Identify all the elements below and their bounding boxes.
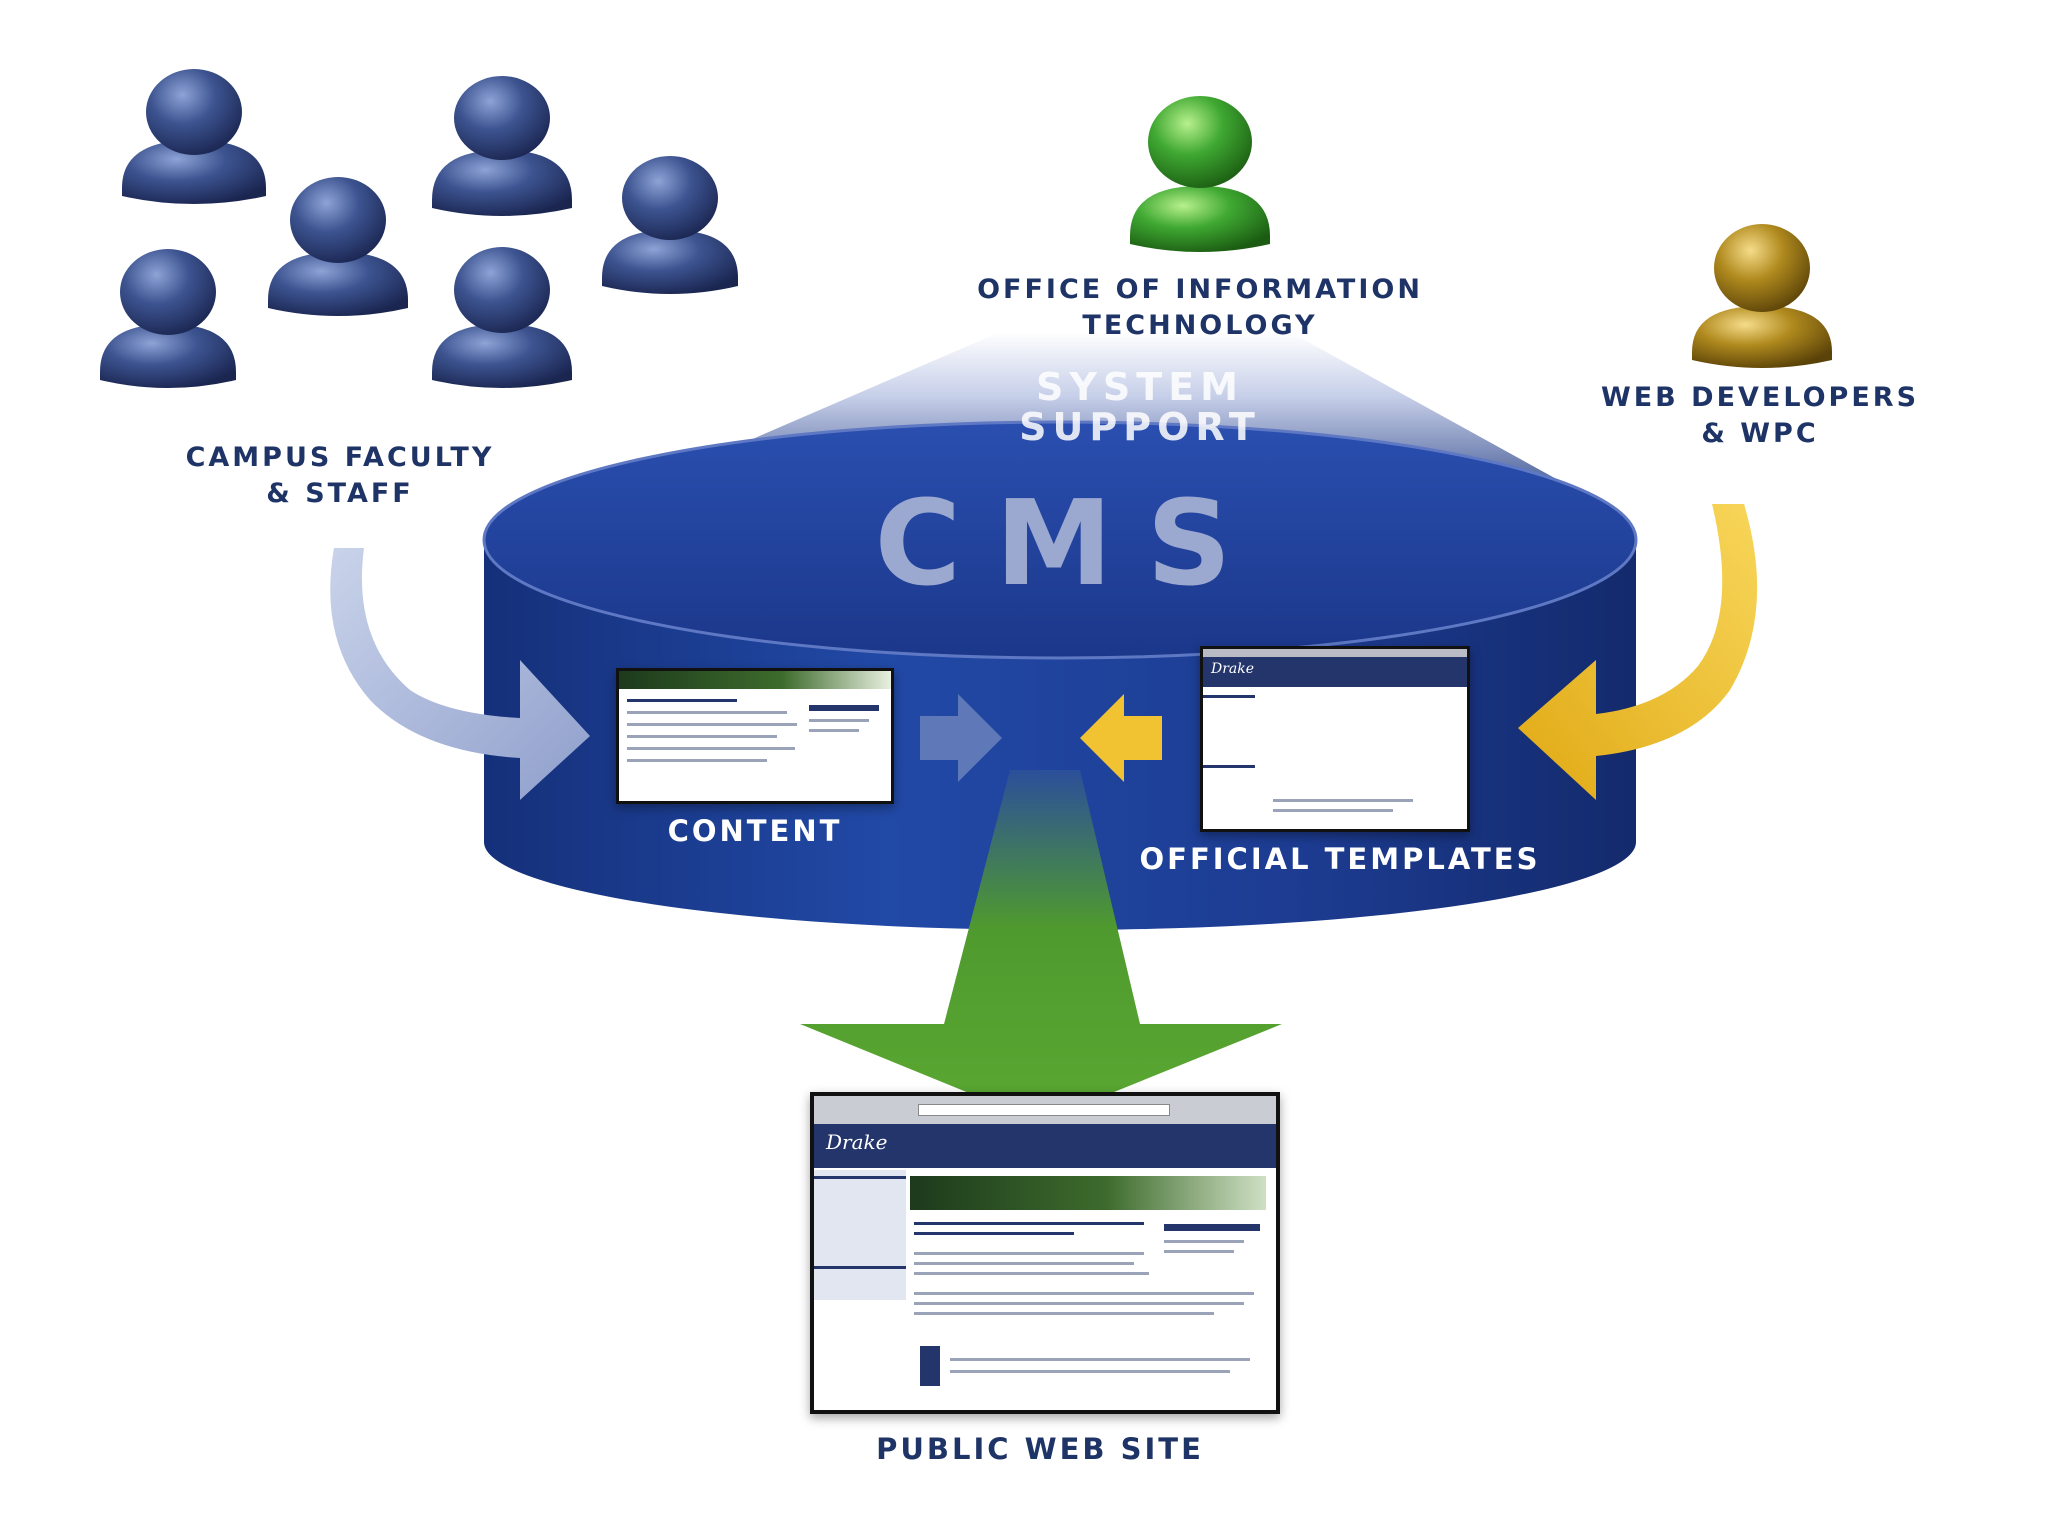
- cms-title: CMS: [874, 474, 1266, 612]
- developer-person-icon: [1692, 224, 1832, 368]
- faculty-group-label: CAMPUS FACULTY & STAFF: [150, 440, 530, 513]
- public-site-brand-text: Drake: [826, 1130, 888, 1154]
- system-support-label: SYSTEM SUPPORT: [880, 365, 1400, 449]
- content-to-cms-arrow: [920, 694, 1002, 782]
- faculty-label-line2: & STAFF: [266, 478, 414, 510]
- public-web-site-thumbnail: Drake: [810, 1092, 1280, 1414]
- developers-label-line2: & WPC: [1701, 418, 1819, 450]
- faculty-input-arrow: [330, 548, 590, 800]
- templates-to-cms-arrow: [1080, 694, 1162, 782]
- faculty-person-icon: [432, 76, 572, 216]
- official-templates-label: OFFICIAL TEMPLATES: [1139, 842, 1541, 876]
- faculty-person-icon: [268, 177, 408, 316]
- oit-person-icon: [1130, 96, 1270, 252]
- content-label: CONTENT: [667, 814, 843, 848]
- system-support-line1: SYSTEM: [1036, 365, 1244, 409]
- faculty-person-icon: [100, 249, 236, 388]
- template-brand-text: Drake: [1211, 661, 1255, 677]
- developer-input-arrow: [1518, 504, 1758, 800]
- oit-group-label: OFFICE OF INFORMATION TECHNOLOGY: [920, 272, 1480, 345]
- oit-label-line2: TECHNOLOGY: [1082, 310, 1318, 342]
- official-templates-thumbnail: Drake: [1200, 646, 1470, 832]
- developers-group-label: WEB DEVELOPERS & WPC: [1560, 380, 1960, 453]
- content-page-thumbnail: [616, 668, 894, 804]
- faculty-person-icon: [432, 247, 572, 388]
- publish-down-arrow: [800, 770, 1282, 1122]
- faculty-person-icon: [122, 69, 266, 204]
- faculty-label-line1: CAMPUS FACULTY: [185, 442, 495, 473]
- faculty-person-icon: [602, 156, 738, 294]
- system-support-line2: SUPPORT: [1019, 404, 1261, 449]
- public-web-site-label: PUBLIC WEB SITE: [876, 1432, 1204, 1466]
- oit-label-line1: OFFICE OF INFORMATION: [977, 274, 1423, 305]
- developers-label-line1: WEB DEVELOPERS: [1600, 382, 1920, 413]
